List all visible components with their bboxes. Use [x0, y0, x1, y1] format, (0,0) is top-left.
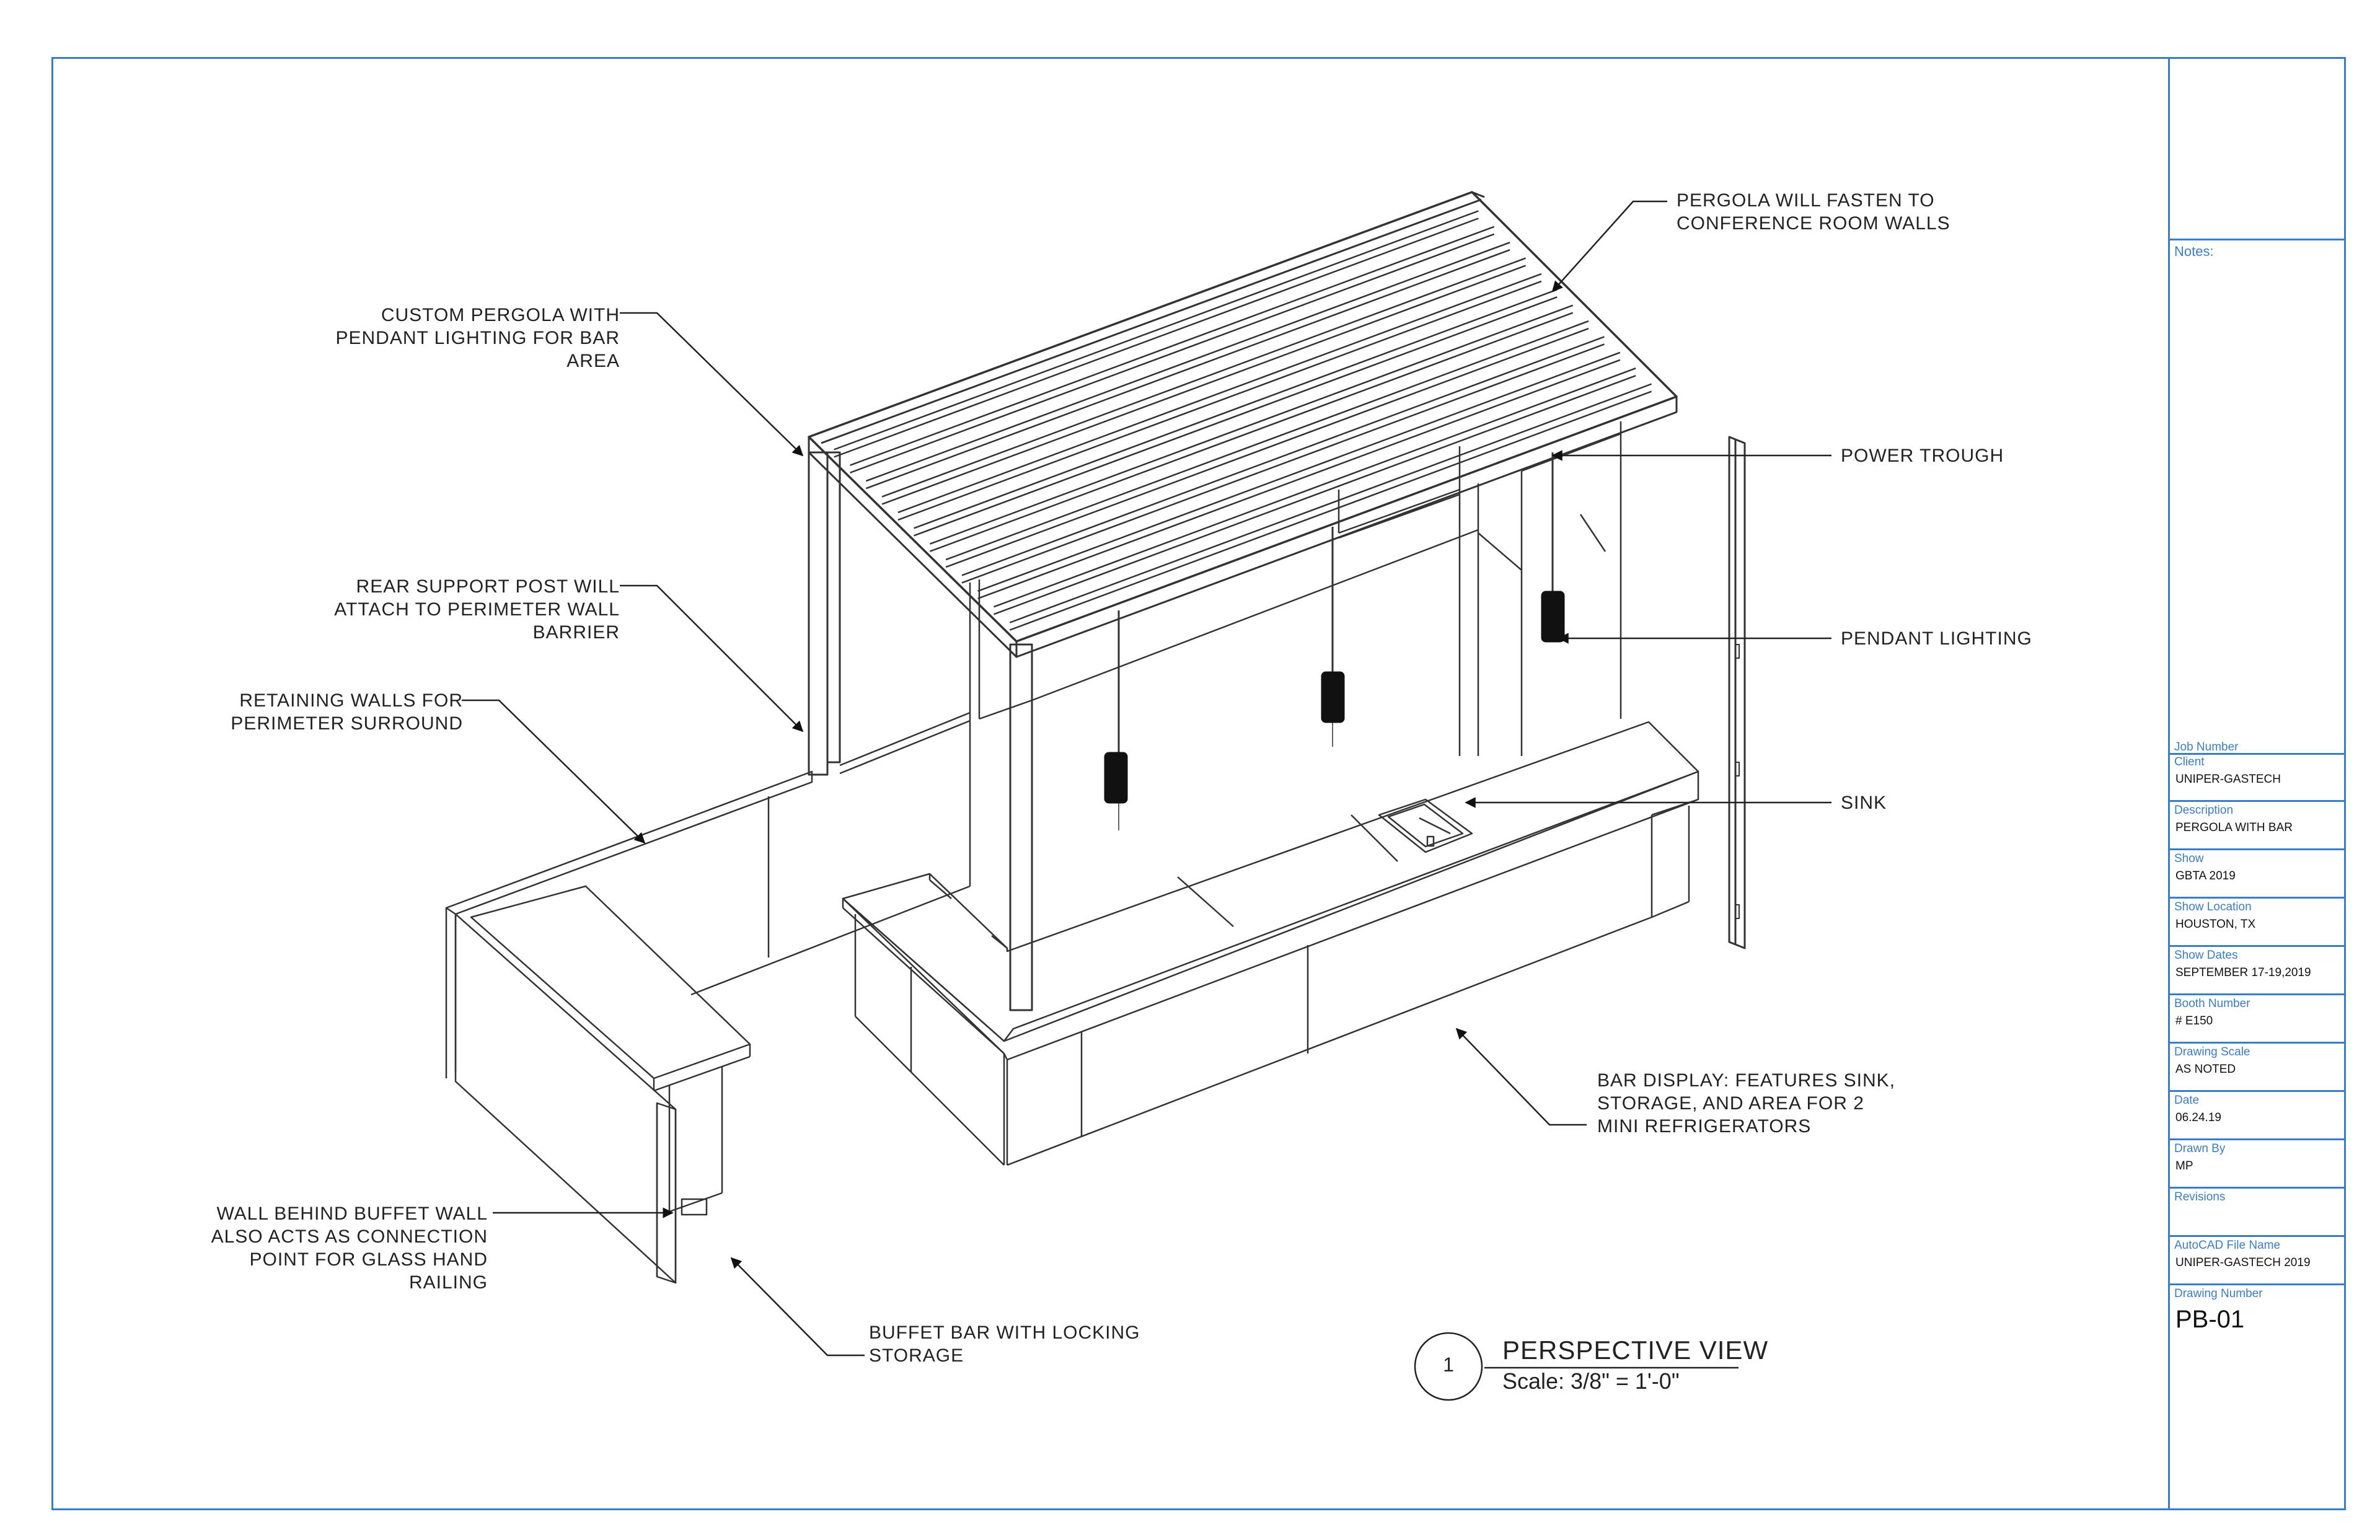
title-block-label: Drawing Scale — [2174, 1045, 2250, 1058]
title-block-rule — [2169, 897, 2344, 899]
pergola-slat — [865, 241, 1510, 482]
title-block-label: Booth Number — [2174, 997, 2250, 1010]
note-pendant-lighting: PENDANT LIGHTING — [1841, 628, 2032, 649]
title-block-label: Drawing Number — [2174, 1287, 2263, 1300]
note-sink: SINK — [1841, 793, 1887, 813]
note-pergola-fasten: PERGOLA WILL FASTEN TO CONFERENCE ROOM W… — [1677, 190, 1950, 234]
title-block-rule — [2169, 1187, 2344, 1189]
buffet-bar — [454, 885, 751, 1284]
title-block-label: Revisions — [2174, 1190, 2226, 1203]
title-block-value: PERGOLA WITH BAR — [2175, 821, 2293, 834]
title-block-label: Show Dates — [2174, 949, 2238, 962]
pergola-slat — [961, 343, 1605, 584]
title-block-value: MP — [2175, 1159, 2193, 1173]
title-block-rule — [2169, 848, 2344, 850]
note-bar-display: BAR DISPLAY: FEATURES SINK, STORAGE, AND… — [1597, 1070, 1896, 1137]
pergola-slat — [994, 367, 1636, 608]
note-custom-pergola: CUSTOM PERGOLA WITH PENDANT LIGHTING FOR… — [335, 305, 620, 371]
pergola-slat — [834, 210, 1479, 451]
pergola-slat — [994, 375, 1636, 615]
pergola-slat — [929, 304, 1574, 545]
bar-display — [842, 721, 1699, 1166]
title-block-rule — [2169, 1042, 2344, 1044]
title-block-rule — [2169, 945, 2344, 947]
title-block-rule — [2169, 993, 2344, 995]
leader-lines — [462, 200, 1831, 1357]
pergola-slat — [961, 336, 1605, 576]
perimeter-walls — [445, 722, 971, 1078]
pergola-roof — [808, 191, 1678, 658]
title-block-value: GBTA 2019 — [2175, 869, 2236, 882]
title-block-label: Client — [2174, 755, 2205, 768]
post-fixtures — [1735, 644, 1740, 919]
view-title: PERSPECTIVE VIEW — [1502, 1335, 1769, 1365]
pergola-slat — [945, 320, 1589, 561]
note-power-trough: POWER TROUGH — [1841, 446, 2004, 466]
title-block-rule — [2169, 1138, 2344, 1140]
title-block-label: Date — [2174, 1094, 2200, 1107]
note-retaining-walls: RETAINING WALLS FOR PERIMETER SURROUND — [231, 690, 463, 734]
pergola-slat — [897, 273, 1542, 514]
title-block-label: Description — [2174, 804, 2234, 817]
view-scale: Scale: 3/8" = 1'-0" — [1502, 1368, 1680, 1394]
notes-label: Notes: — [2174, 244, 2214, 259]
title-block-rule — [2169, 1090, 2344, 1092]
pergola-slat — [1009, 390, 1652, 631]
pergola-slat — [914, 289, 1558, 529]
rear-walls — [839, 421, 1622, 775]
pergola-posts — [808, 436, 1746, 1011]
view-number: 1 — [1443, 1353, 1454, 1376]
title-block-value: 06.24.19 — [2175, 1111, 2221, 1124]
title-block-value: # E150 — [2175, 1014, 2213, 1027]
pergola-slat — [945, 327, 1589, 568]
pergola-slat — [850, 226, 1495, 466]
title-block-value: PB-01 — [2175, 1306, 2245, 1333]
pergola-slat — [1009, 383, 1652, 623]
title-block-label: Show — [2174, 852, 2204, 865]
title-block-value: AS NOTED — [2175, 1063, 2236, 1076]
title-block-rule — [2169, 800, 2344, 802]
pergola-slat — [881, 257, 1526, 498]
title-block-label: AutoCAD File Name — [2174, 1239, 2281, 1252]
title-block-value: UNIPER-GASTECH 2019 — [2175, 1256, 2311, 1269]
note-wall-behind-buffet: WALL BEHIND BUFFET WALL ALSO ACTS AS CON… — [211, 1203, 488, 1293]
pergola-slat — [929, 312, 1574, 552]
pergola-slat — [881, 265, 1526, 505]
title-block-rule — [2169, 239, 2344, 240]
pergola-slat — [850, 233, 1495, 473]
view-number-bubble — [1414, 1332, 1483, 1401]
title-block-divider — [2168, 57, 2170, 1510]
pergola-slat — [914, 296, 1558, 537]
title-block-label: Drawn By — [2174, 1142, 2226, 1155]
title-block-label: Job Number — [2174, 741, 2239, 754]
sheet-border — [51, 57, 2346, 1510]
title-block-value: HOUSTON, TX — [2175, 918, 2256, 931]
title-block-value: SEPTEMBER 17-19,2019 — [2175, 966, 2311, 979]
pergola-slat — [977, 351, 1621, 592]
pergola-slat — [865, 249, 1510, 490]
pergola-slats — [834, 210, 1652, 631]
note-rear-support: REAR SUPPORT POST WILL ATTACH TO PERIMET… — [334, 576, 620, 643]
title-block-label: Show Location — [2174, 900, 2252, 913]
note-buffet-bar: BUFFET BAR WITH LOCKING STORAGE — [869, 1322, 1140, 1366]
pergola-slat — [977, 359, 1621, 600]
title-block-rule — [2169, 1283, 2344, 1285]
title-block-rule — [2169, 1235, 2344, 1237]
pergola-slat — [897, 280, 1542, 521]
title-block-value: UNIPER-GASTECH — [2175, 773, 2281, 786]
pergola-slat — [834, 218, 1479, 458]
title-block-rule — [2169, 753, 2344, 755]
